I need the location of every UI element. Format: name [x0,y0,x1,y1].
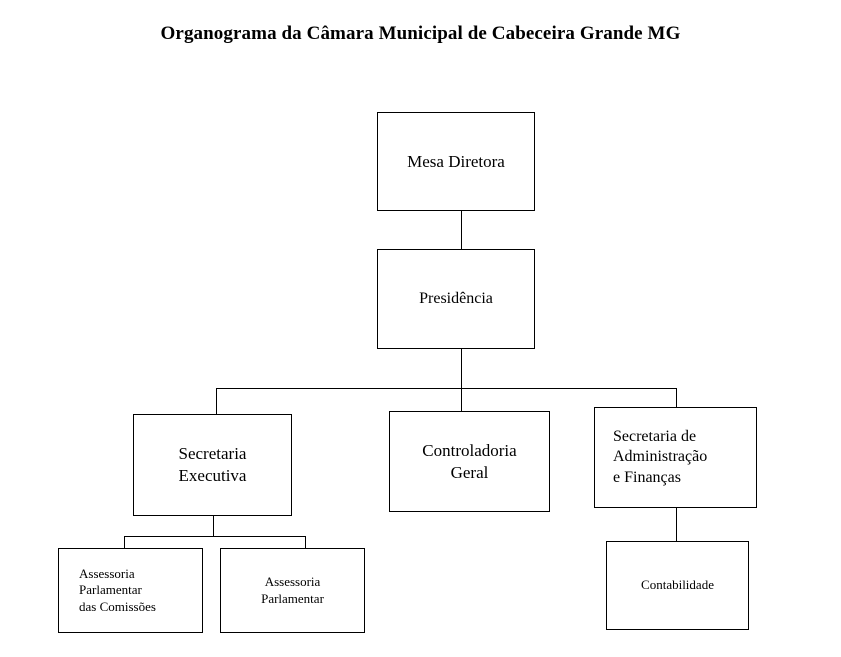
org-node-label: Assessoria Parlamentar [261,573,324,606]
org-node-label: Mesa Diretora [407,151,505,171]
org-node-label: Assessoria Parlamentar das Comissões [79,565,156,614]
connector-mesa-diretora-to-presidencia [460,211,463,249]
connector-secretaria-executiva-stem [212,516,215,537]
connector-bus-to-assessoria-comissoes [123,536,126,549]
org-node-label: Secretaria de Administração e Finanças [613,427,708,486]
connector-presidencia-stem [460,349,463,388]
org-node-secretaria-executiva[interactable]: Secretaria Executiva [133,414,292,516]
connector-level4-bus [124,535,306,538]
org-node-label: Secretaria Executiva [178,444,247,485]
org-node-controladoria-geral[interactable]: Controladoria Geral [389,411,550,512]
connector-bus-to-secretaria-executiva [215,388,218,415]
connector-bus-to-assessoria-parlamentar [304,536,307,549]
org-node-label: Presidência [419,289,493,307]
org-node-mesa-diretora[interactable]: Mesa Diretora [377,112,535,211]
org-node-contabilidade[interactable]: Contabilidade [606,541,749,630]
connector-bus-to-secretaria-administracao [675,388,678,408]
org-node-assessoria-parlamentar[interactable]: Assessoria Parlamentar [220,548,365,633]
org-node-label: Controladoria Geral [422,440,517,482]
org-node-label: Contabilidade [641,577,714,593]
org-node-assessoria-parlamentar-comissoes[interactable]: Assessoria Parlamentar das Comissões [58,548,203,633]
org-node-secretaria-administracao-financas[interactable]: Secretaria de Administração e Finanças [594,407,757,508]
connector-level3-bus [216,387,677,390]
page-title: Organograma da Câmara Municipal de Cabec… [160,23,681,44]
connector-bus-to-controladoria-geral [460,388,463,412]
org-node-presidencia[interactable]: Presidência [377,249,535,349]
connector-secretaria-administracao-to-contabilidade [675,508,678,542]
